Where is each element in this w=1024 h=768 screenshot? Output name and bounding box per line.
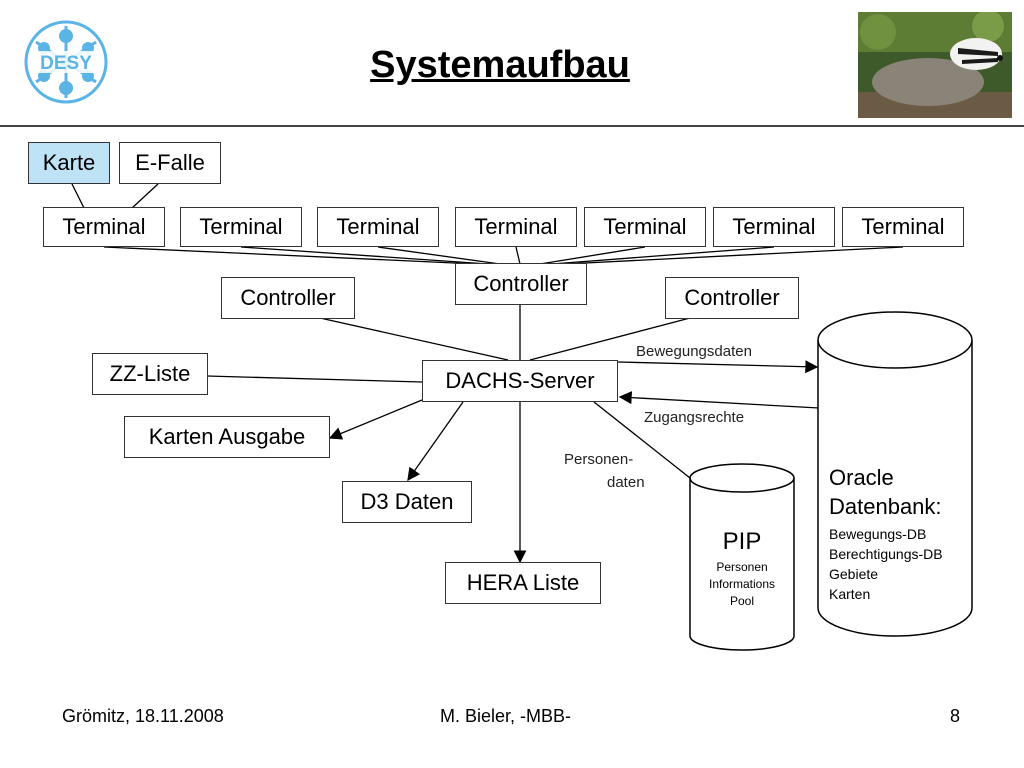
pip-sub-line: Informations xyxy=(708,577,776,591)
footer-author: M. Bieler, -MBB- xyxy=(440,706,572,726)
page-title: Systemaufbau xyxy=(370,44,630,86)
terminal-box: Terminal xyxy=(842,207,964,247)
pip-sub-line: Personen xyxy=(716,560,768,574)
hera-liste-label: HERA Liste xyxy=(466,570,580,595)
pip-title: PIP xyxy=(722,528,762,555)
header-divider xyxy=(0,125,1024,127)
karte-box: Karte xyxy=(28,142,110,184)
controller-box-left: Controller xyxy=(221,277,355,319)
zz-liste-label: ZZ-Liste xyxy=(109,361,191,386)
pip-cylinder xyxy=(689,463,795,651)
karten-ausgabe-label: Karten Ausgabe xyxy=(148,424,306,449)
e-falle-label: E-Falle xyxy=(135,150,205,175)
oracle-item: Karten xyxy=(829,586,871,602)
hera-liste-box: HERA Liste xyxy=(445,562,601,604)
terminal-box: Terminal xyxy=(43,207,165,247)
badger-photo xyxy=(858,12,1012,118)
controller-label: Controller xyxy=(684,285,780,310)
terminal-box: Terminal xyxy=(180,207,302,247)
controller-label: Controller xyxy=(473,271,569,296)
karte-label: Karte xyxy=(42,150,96,175)
oracle-title: Oracle Datenbank: xyxy=(829,463,942,521)
zz-liste-box: ZZ-Liste xyxy=(92,353,208,395)
oracle-cylinder xyxy=(817,311,973,637)
desy-logo: DESY xyxy=(24,20,108,104)
footer-location-date: Grömitz, 18.11.2008 xyxy=(62,706,224,726)
terminal-box: Terminal xyxy=(713,207,835,247)
edge-label-zugangsrechte: Zugangsrechte xyxy=(644,409,745,426)
edge-label-personen-2: daten xyxy=(607,474,645,491)
terminal-box: Terminal xyxy=(317,207,439,247)
terminal-label: Terminal xyxy=(603,214,687,239)
terminal-box: Terminal xyxy=(455,207,577,247)
oracle-item: Bewegungs-DB xyxy=(829,526,927,542)
terminal-label: Terminal xyxy=(474,214,558,239)
oracle-item: Gebiete xyxy=(829,566,879,582)
e-falle-box: E-Falle xyxy=(119,142,221,184)
pip-sub-line: Pool xyxy=(729,594,755,608)
d3-daten-box: D3 Daten xyxy=(342,481,472,523)
controller-box-right: Controller xyxy=(665,277,799,319)
oracle-title-line: Oracle xyxy=(829,465,894,490)
terminal-label: Terminal xyxy=(336,214,420,239)
controller-box-center: Controller xyxy=(455,263,587,305)
logo-text: DESY xyxy=(40,53,92,74)
pip-subtitle: Personen Informations Pool xyxy=(690,559,794,610)
controller-label: Controller xyxy=(240,285,336,310)
edge-label-personen-1: Personen- xyxy=(564,451,634,468)
terminal-label: Terminal xyxy=(199,214,283,239)
dachs-server-box: DACHS-Server xyxy=(422,360,618,402)
terminal-label: Terminal xyxy=(62,214,146,239)
footer-page-number: 8 xyxy=(950,706,961,726)
oracle-items: Bewegungs-DB Berechtigungs-DB Gebiete Ka… xyxy=(829,524,943,604)
oracle-title-line: Datenbank: xyxy=(829,494,942,519)
d3-daten-label: D3 Daten xyxy=(360,489,454,514)
server-label: DACHS-Server xyxy=(445,368,595,393)
karten-ausgabe-box: Karten Ausgabe xyxy=(124,416,330,458)
terminal-label: Terminal xyxy=(732,214,816,239)
oracle-item: Berechtigungs-DB xyxy=(829,546,943,562)
edge-label-bewegungsdaten: Bewegungsdaten xyxy=(636,343,752,360)
terminal-box: Terminal xyxy=(584,207,706,247)
terminal-label: Terminal xyxy=(861,214,945,239)
